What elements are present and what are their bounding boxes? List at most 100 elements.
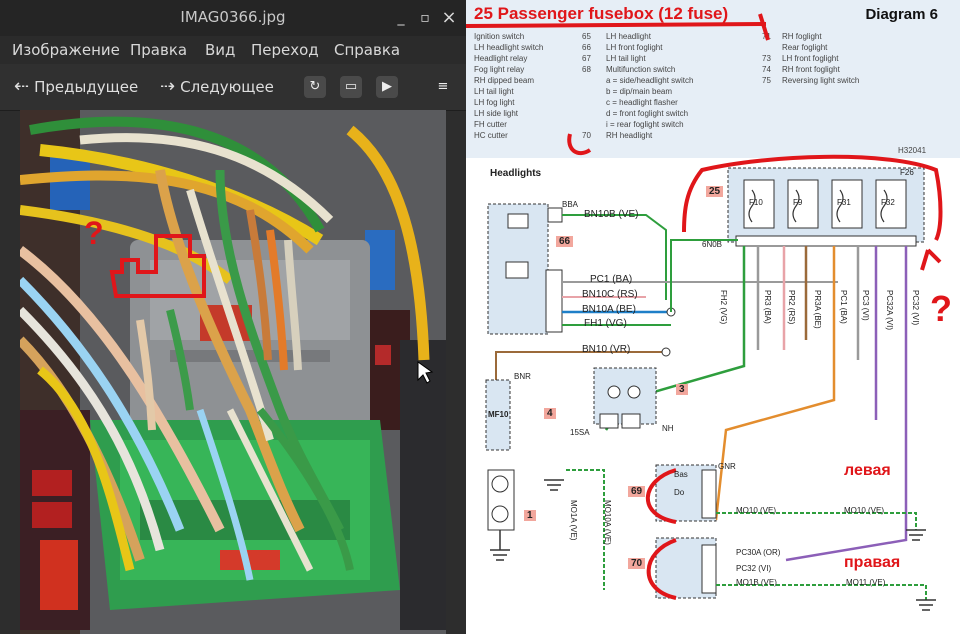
note-question: ? (930, 288, 952, 329)
legend-item: LH front foglight (782, 54, 839, 63)
menu-go[interactable]: Переход (251, 41, 319, 59)
menu-view[interactable]: Вид (205, 41, 236, 59)
arrow-left-icon: ⇠ (14, 76, 30, 97)
legend-item: Fog light relay (474, 65, 525, 74)
small-label: GNR (718, 462, 736, 471)
wire-label: PC1 (BA) (839, 290, 848, 324)
close-button[interactable]: × (441, 7, 457, 28)
note-left: левая (844, 462, 891, 479)
wire-label: BN10A (BE) (582, 304, 636, 315)
small-label: NH (662, 424, 674, 433)
legend-item: RH foglight (782, 32, 822, 41)
rotate-icon[interactable]: ↻ (304, 76, 326, 98)
fit-icon[interactable]: ▭ (340, 76, 362, 98)
wiring-diagram-panel: 25 Passenger fusebox (12 fuse) Diagram 6… (466, 0, 960, 634)
minimize-button[interactable]: _ (397, 10, 405, 26)
toolbar: ⇠Предыдущее ⇢Следующее ↻ ▭ ▶ ≡ (0, 64, 466, 111)
menubar: Изображение Правка Вид Переход Справка (0, 36, 466, 64)
small-label: 15SA (570, 428, 590, 437)
menu-help[interactable]: Справка (334, 41, 401, 59)
wire-label: PC1 (BA) (590, 274, 633, 285)
wire-label: PR2 (RS) (787, 290, 796, 325)
legend-item: i = rear foglight switch (606, 120, 684, 129)
legend-item: LH tail light (606, 54, 646, 63)
fuse-label: F9 (793, 198, 803, 207)
fuse-label: F32 (881, 198, 895, 207)
small-label: F26 (900, 168, 914, 177)
small-label: BBA (562, 200, 579, 209)
wire-label: BN10C (RS) (582, 289, 638, 300)
menu-icon[interactable]: ≡ (437, 79, 449, 94)
wiring-schematic (466, 13, 943, 611)
wire-label: FH2 (VG) (719, 290, 728, 325)
legend-item: d = front foglight switch (606, 109, 689, 118)
menu-edit[interactable]: Правка (130, 41, 188, 59)
legend-item: HC cutter (474, 131, 508, 140)
next-label: Следующее (180, 78, 274, 96)
legend-item: LH fog light (474, 98, 515, 107)
arrow-right-icon: ⇢ (160, 76, 176, 97)
menu-image[interactable]: Изображение (12, 41, 120, 59)
small-label: BNR (514, 372, 531, 381)
fuse-label: F31 (837, 198, 851, 207)
legend-item: Headlight relay (474, 54, 528, 63)
component-ref-badge: 70 (628, 558, 646, 569)
wire-label: MO1A (VE) (569, 500, 578, 541)
component-text: MF10 (488, 410, 509, 419)
diagram-title: 25 Passenger fusebox (12 fuse) (474, 4, 729, 23)
wire-label: BN10 (VR) (582, 344, 631, 355)
fuse-label: F10 (749, 198, 763, 207)
window-titlebar[interactable]: IMAG0366.jpg _ ▫ × (0, 0, 466, 36)
window-title: IMAG0366.jpg (180, 8, 286, 26)
component-text: Do (674, 488, 685, 497)
slideshow-icon[interactable]: ▶ (376, 76, 398, 98)
legend-item: RH headlight (606, 131, 653, 140)
wire-label: PC32 (VI) (736, 564, 772, 573)
legend-item: LH side light (474, 109, 519, 118)
component-ref-badge: 4 (544, 408, 556, 419)
legend-item: LH headlight (606, 32, 651, 41)
legend-item: Ignition switch (474, 32, 525, 41)
diagram-ref-code: H32041 (898, 146, 927, 155)
wire-label: PC32 (VI) (911, 290, 920, 326)
note-right: правая (844, 554, 901, 571)
wiring-photo: ? (20, 110, 446, 634)
legend-code: 75 (762, 76, 771, 85)
legend-item: c = headlight flasher (606, 98, 678, 107)
component-ref-badge: 3 (676, 384, 688, 395)
legend-code: 67 (582, 54, 591, 63)
previous-button[interactable]: ⇠Предыдущее (14, 75, 138, 99)
wire-label: PR3A (BE) (813, 290, 822, 329)
wire-label: PC30A (OR) (736, 548, 781, 557)
legend-code: 70 (582, 131, 591, 140)
legend-item: Reversing light switch (782, 76, 860, 85)
legend-item: RH dipped beam (474, 76, 535, 85)
maximize-button[interactable]: ▫ (420, 10, 430, 26)
wire-label: FH1 (VG) (584, 318, 627, 329)
legend-code: 74 (762, 65, 771, 74)
wire-label: MO10A (VE) (603, 500, 612, 545)
legend-code: 68 (582, 65, 591, 74)
legend-item: RH front foglight (782, 65, 840, 74)
legend-item: b = dip/main beam (606, 87, 673, 96)
component-ref-badge: 69 (628, 486, 646, 497)
legend-item: Rear foglight (782, 43, 828, 52)
next-button[interactable]: ⇢Следующее (160, 75, 274, 99)
component-ref-badge: 66 (556, 236, 574, 247)
wire-label: PC32A (VI) (885, 290, 894, 331)
component-text: Bas (674, 470, 688, 479)
legend-item: a = side/headlight switch (606, 76, 694, 85)
wire-label: MO1B (VE) (736, 578, 777, 587)
wire-label: MO11 (VE) (846, 578, 886, 587)
legend-code: 65 (582, 32, 591, 41)
legend-code: 73 (762, 54, 771, 63)
wire-label: PC3 (VI) (861, 290, 870, 321)
photo-question-mark: ? (84, 215, 104, 251)
wire-label: MO10 (VE) (844, 506, 885, 515)
photo-canvas: ? (20, 110, 446, 634)
fusebox-ref-badge: 25 (706, 186, 724, 197)
legend-item: LH headlight switch (474, 43, 544, 52)
legend-item: FH cutter (474, 120, 507, 129)
legend-item: Multifunction switch (606, 65, 676, 74)
diagram-number: Diagram 6 (865, 6, 938, 23)
